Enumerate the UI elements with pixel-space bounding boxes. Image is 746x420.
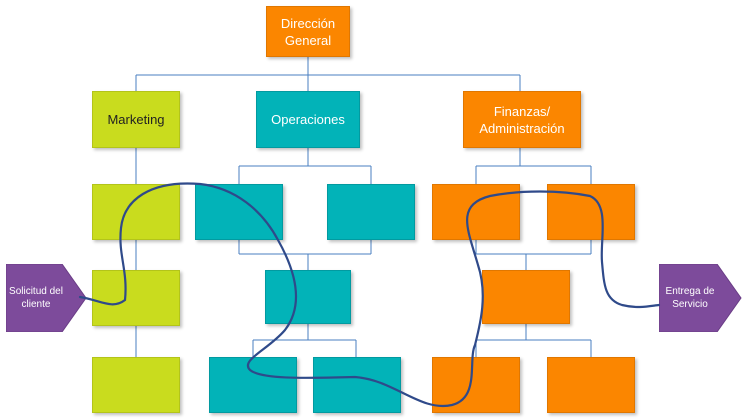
direccion-general-label: Dirección General — [280, 15, 336, 48]
box-ops-l2 — [265, 270, 351, 324]
box-finanzas: Finanzas/ Administración — [463, 91, 581, 148]
solicitud-arrow-shape — [6, 264, 87, 332]
box-fin-l2 — [482, 270, 570, 324]
box-marketing-2 — [92, 270, 180, 326]
box-fin-l3-left — [432, 357, 520, 413]
box-ops-l1-right — [327, 184, 415, 240]
box-marketing-1 — [92, 184, 180, 240]
connector-lines — [135, 57, 592, 358]
process-flow-line — [78, 182, 661, 408]
marketing-label: Marketing — [107, 112, 165, 127]
box-marketing: Marketing — [92, 91, 180, 148]
solicitud-tag: Solicitud del cliente — [8, 268, 64, 328]
box-operaciones: Operaciones — [256, 91, 360, 148]
entrega-tag: Entrega de Servicio — [662, 268, 718, 328]
box-direccion-general: Dirección General — [266, 6, 350, 57]
finanzas-label: Finanzas/ Administración — [479, 103, 565, 136]
operaciones-label: Operaciones — [271, 112, 345, 127]
box-ops-l3-left — [209, 357, 297, 413]
entrega-label: Entrega de Servicio — [665, 286, 715, 310]
box-marketing-3 — [92, 357, 180, 413]
box-fin-l3-right — [547, 357, 635, 413]
entrega-arrow-shape — [659, 264, 742, 332]
solicitud-label: Solicitud del cliente — [9, 286, 63, 310]
box-ops-l1-left — [195, 184, 283, 240]
